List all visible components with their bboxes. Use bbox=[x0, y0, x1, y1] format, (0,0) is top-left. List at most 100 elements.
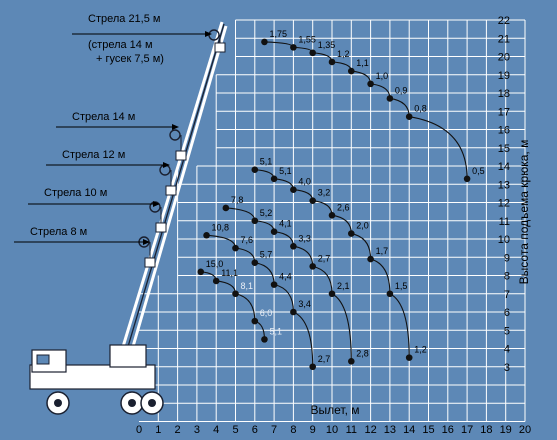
boom-rail bbox=[130, 25, 228, 351]
load-point bbox=[348, 357, 355, 365]
load-point-label: 1,2 bbox=[337, 49, 350, 59]
x-tick-label: 17 bbox=[461, 424, 473, 436]
boom-arrowhead bbox=[205, 31, 212, 37]
load-point-label: 0,5 bbox=[472, 166, 485, 176]
boom-arrowhead bbox=[153, 201, 160, 207]
load-point bbox=[463, 175, 471, 183]
load-point bbox=[212, 277, 220, 285]
load-point bbox=[290, 243, 297, 250]
load-point-label: 2,7 bbox=[318, 354, 331, 364]
boom-arrowhead bbox=[163, 162, 170, 168]
boom-label-text: Стрела 10 м bbox=[44, 187, 107, 199]
load-point-label: 1,35 bbox=[318, 40, 336, 50]
load-point bbox=[309, 49, 317, 57]
y-tick-label: 6 bbox=[504, 307, 510, 319]
load-point bbox=[405, 113, 413, 121]
y-tick-label: 21 bbox=[498, 33, 510, 45]
load-point bbox=[290, 44, 297, 51]
load-point bbox=[328, 211, 336, 219]
y-tick-label: 12 bbox=[498, 198, 510, 210]
load-point-label: 8,1 bbox=[241, 281, 254, 291]
cab-window bbox=[36, 354, 50, 365]
y-tick-label: 14 bbox=[498, 161, 510, 173]
y-tick-label: 8 bbox=[504, 271, 510, 283]
boom-label-text: Стрела 14 м bbox=[72, 111, 135, 123]
load-point-label: 4,0 bbox=[298, 177, 311, 187]
boom-arrowhead bbox=[143, 239, 150, 245]
load-point-label: 4,4 bbox=[279, 272, 292, 282]
load-point bbox=[348, 67, 355, 75]
x-tick-label: 7 bbox=[271, 424, 277, 436]
load-point bbox=[405, 354, 413, 361]
boom-labels: Стрела 21,5 м (стрела 14 м + гусек 7,5 м) С… bbox=[14, 13, 212, 245]
load-point bbox=[290, 186, 297, 194]
x-tick-label: 10 bbox=[326, 424, 338, 436]
load-point bbox=[251, 317, 259, 325]
load-point bbox=[348, 230, 355, 237]
load-point-label: 7,6 bbox=[241, 235, 254, 245]
grid bbox=[139, 19, 526, 422]
x-tick-label: 1 bbox=[155, 424, 161, 436]
load-point-label: 11,1 bbox=[221, 268, 238, 278]
load-point bbox=[270, 281, 278, 288]
load-point-label: 5,1 bbox=[279, 166, 292, 176]
load-point bbox=[309, 197, 317, 204]
x-tick-label: 14 bbox=[403, 424, 415, 436]
load-point-label: 5,2 bbox=[260, 208, 273, 218]
y-axis-title: Высота подъема крюка, м bbox=[517, 140, 531, 285]
load-point-label: 4,1 bbox=[279, 219, 292, 229]
y-tick-label: 16 bbox=[498, 125, 510, 137]
x-tick-label: 19 bbox=[500, 424, 512, 436]
load-point-label: 7,8 bbox=[231, 195, 244, 205]
y-tick-label: 18 bbox=[498, 88, 510, 100]
x-tick-label: 15 bbox=[422, 424, 434, 436]
x-tick-label: 2 bbox=[175, 424, 181, 436]
load-point-label: 1,7 bbox=[376, 246, 389, 256]
hook-block bbox=[165, 185, 177, 196]
y-tick-label: 20 bbox=[498, 52, 510, 64]
hook-block bbox=[144, 257, 156, 268]
load-point-label: 5,1 bbox=[269, 326, 282, 336]
x-tick-label: 9 bbox=[310, 424, 316, 436]
boom-label-sub: + гусек 7,5 м) bbox=[96, 53, 164, 65]
crane-cabin bbox=[109, 344, 147, 368]
y-tick-label: 7 bbox=[504, 289, 510, 301]
x-tick-label: 4 bbox=[213, 424, 219, 436]
y-tick-label: 3 bbox=[504, 362, 510, 374]
y-tick-label: 10 bbox=[498, 234, 510, 246]
y-tick-label: 19 bbox=[498, 70, 510, 82]
x-tick-label: 8 bbox=[290, 424, 296, 436]
load-point bbox=[367, 255, 374, 263]
y-tick-label: 5 bbox=[504, 325, 510, 337]
load-point-label: 2,1 bbox=[337, 281, 350, 291]
x-tick-label: 12 bbox=[364, 424, 376, 436]
hook-block bbox=[155, 222, 167, 233]
load-point-label: 0,8 bbox=[414, 104, 427, 114]
load-point-label: 15,0 bbox=[206, 259, 224, 269]
y-tick-label: 22 bbox=[498, 15, 510, 27]
boom-label-sub: (стрела 14 м bbox=[88, 39, 153, 51]
load-point bbox=[232, 244, 239, 252]
x-tick-label: 11 bbox=[346, 424, 357, 436]
load-point bbox=[203, 232, 210, 239]
wheel-hub bbox=[148, 399, 156, 407]
load-point-label: 2,0 bbox=[356, 221, 369, 231]
hook-block bbox=[214, 42, 226, 53]
load-point-label: 3,4 bbox=[298, 299, 311, 309]
boom-label-text: Стрела 21,5 м bbox=[88, 13, 160, 25]
load-point-label: 1,1 bbox=[356, 58, 369, 68]
wheel-hub bbox=[128, 399, 136, 407]
hook-block bbox=[175, 150, 187, 161]
load-point bbox=[270, 228, 278, 235]
load-point bbox=[251, 259, 259, 267]
pulley bbox=[169, 129, 181, 141]
load-curves: 1,751,551,351,21,11,00,90,80,55,15,14,03… bbox=[197, 29, 485, 371]
y-tick-label: 11 bbox=[499, 216, 510, 228]
load-point-label: 5,7 bbox=[260, 250, 273, 260]
load-point bbox=[261, 38, 268, 46]
load-point-label: 2,7 bbox=[318, 253, 331, 263]
x-tick-label: 5 bbox=[232, 424, 238, 436]
load-point-label: 1,0 bbox=[376, 71, 389, 81]
x-tick-label: 6 bbox=[252, 424, 258, 436]
